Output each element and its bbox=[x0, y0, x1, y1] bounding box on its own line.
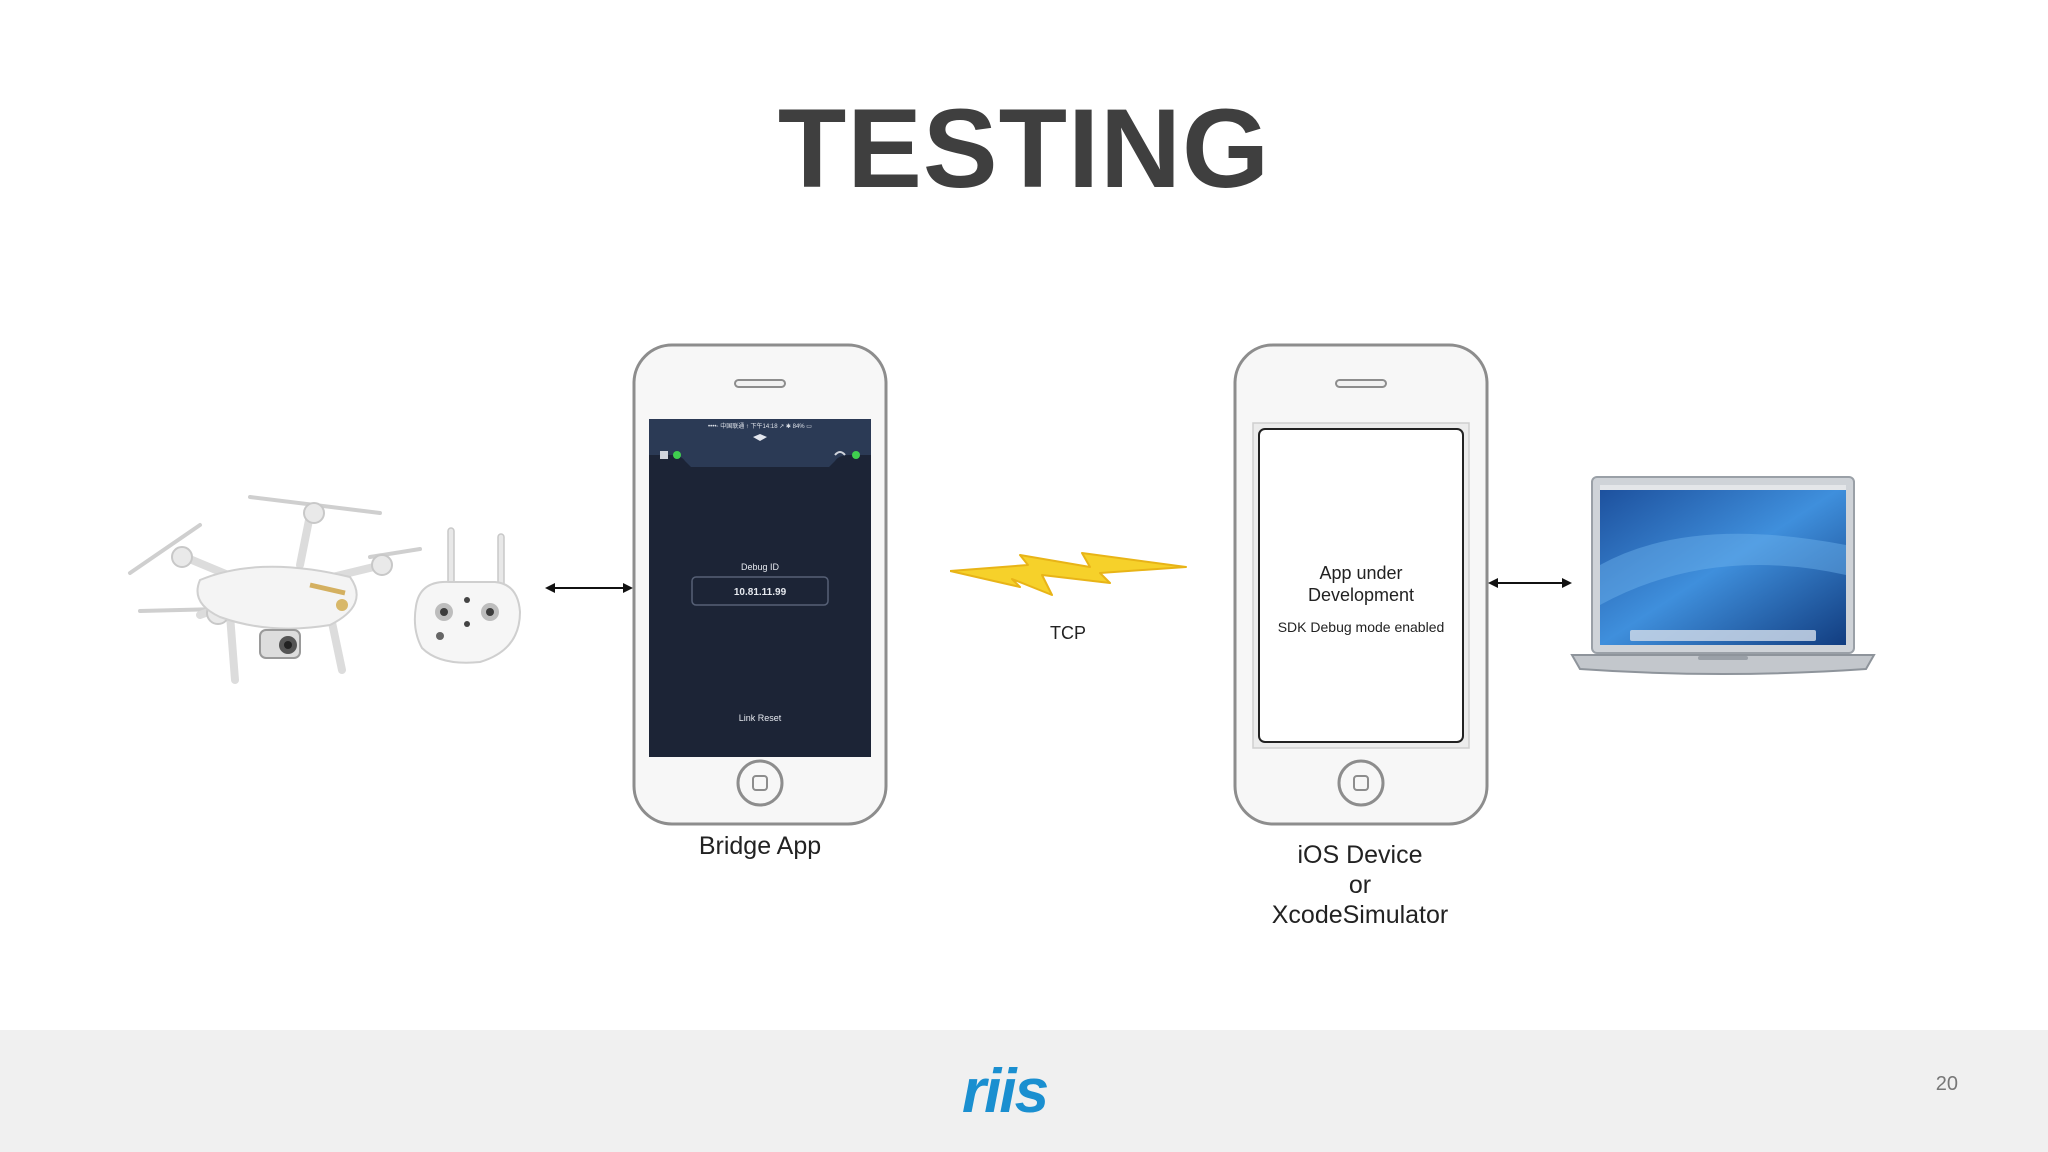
bridge-debug-label: Debug ID bbox=[740, 562, 780, 572]
drone-image bbox=[128, 495, 422, 684]
page-number: 20 bbox=[1935, 1073, 1958, 1095]
bridge-phone: ••••◦ 中国联通 ↑ 下午14:18 ↗ ✱ 84% ▭ Debug ID … bbox=[632, 343, 888, 826]
bidirectional-arrow-left bbox=[545, 583, 633, 593]
ios-caption-line: or bbox=[1348, 871, 1372, 899]
ios-caption-line: iOS Device bbox=[1297, 841, 1423, 869]
bidirectional-arrow-right bbox=[1488, 578, 1572, 588]
brand-logo-text: riis bbox=[962, 1062, 1048, 1120]
ios-screen-title: App under Development bbox=[1308, 563, 1415, 605]
bridge-debug-value: 10.81.11.99 bbox=[733, 587, 787, 598]
phone-frame bbox=[1233, 343, 1489, 826]
brand-logo: riis bbox=[962, 1062, 1050, 1120]
bridge-link-reset: Link Reset bbox=[738, 713, 782, 723]
bridge-status-bar: ••••◦ 中国联通 ↑ 下午14:18 ↗ ✱ 84% ▭ bbox=[708, 424, 812, 430]
remote-controller-image bbox=[413, 527, 522, 664]
ios-phone: App under Development SDK Debug mode ena… bbox=[1233, 343, 1489, 826]
lightning-bolt-icon bbox=[950, 552, 1187, 596]
slide-title: TESTING bbox=[777, 86, 1271, 211]
laptop-image bbox=[1570, 476, 1876, 675]
ios-caption-line: XcodeSimulator bbox=[1271, 901, 1449, 929]
footer: 20 bbox=[0, 1030, 2048, 1152]
ios-device-caption: iOS Device or XcodeSimulator bbox=[1210, 840, 1510, 930]
slide: TESTING bbox=[128, 86, 1876, 930]
ios-screen-subtitle: SDK Debug mode enabled bbox=[1277, 619, 1445, 635]
bridge-app-screen bbox=[649, 419, 871, 757]
bridge-app-caption: Bridge App bbox=[698, 832, 822, 860]
tcp-label: TCP bbox=[1050, 623, 1086, 643]
